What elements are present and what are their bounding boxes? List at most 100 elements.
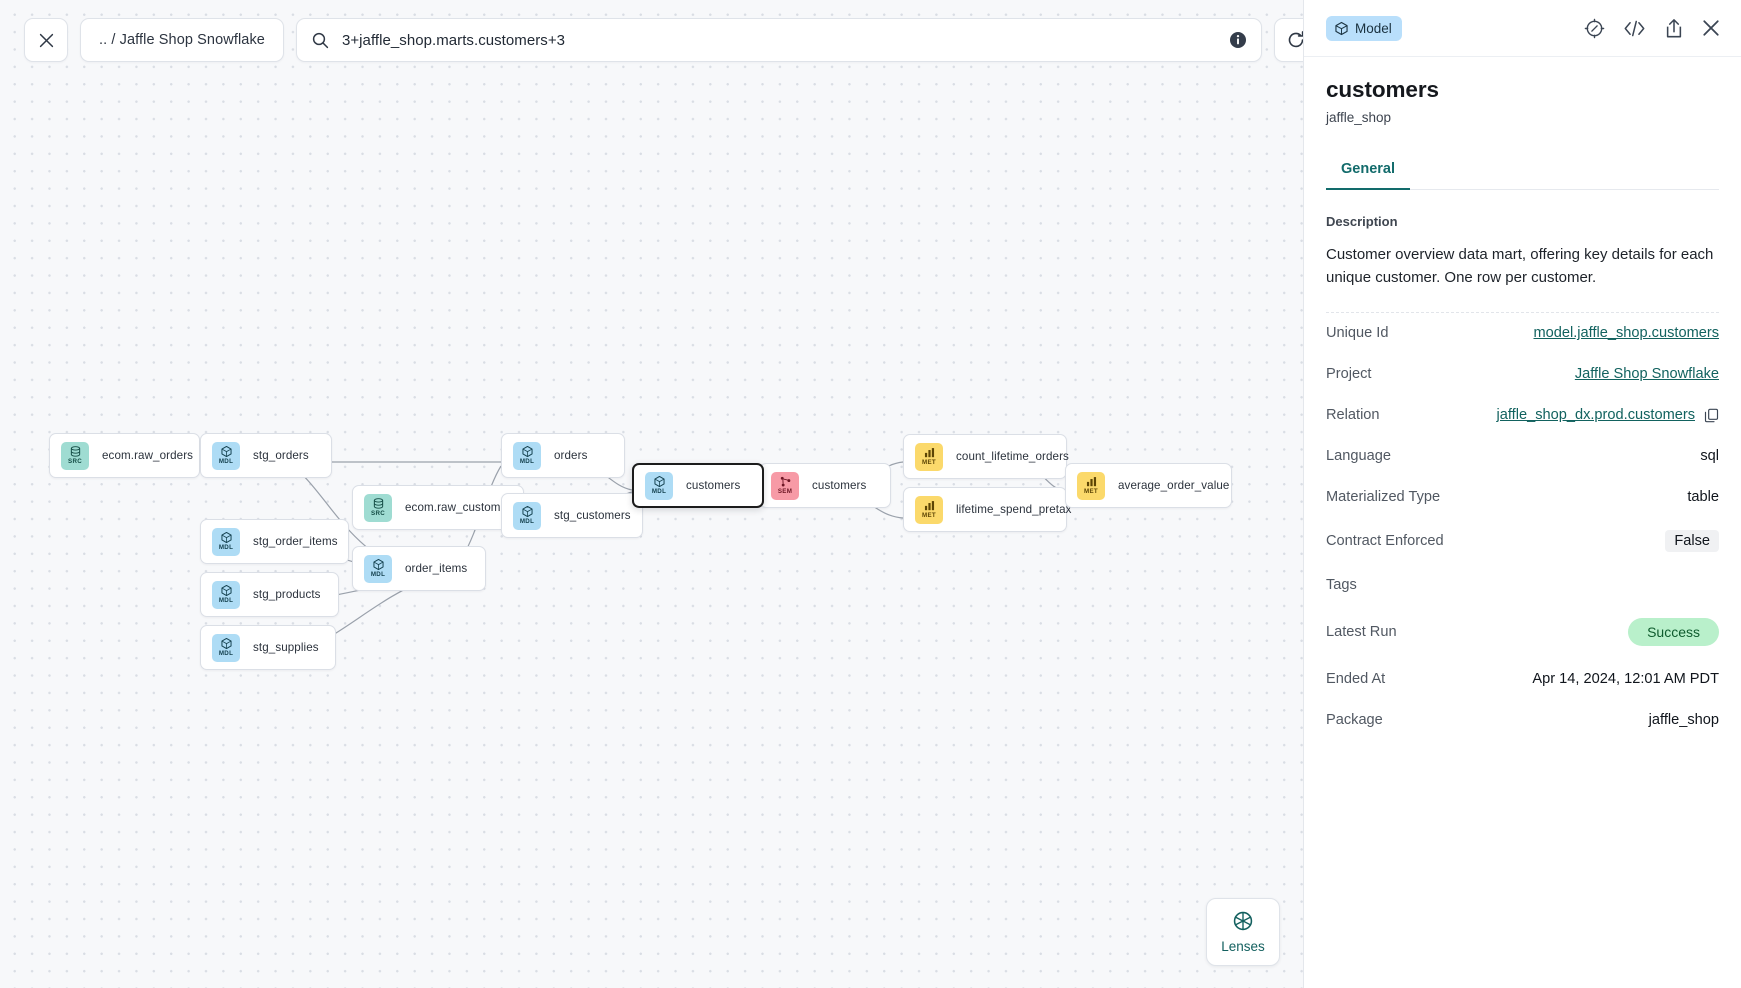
- detail-row: Tags: [1326, 565, 1719, 606]
- lineage-node-label: stg_products: [253, 588, 321, 601]
- details-panel: Model custome: [1303, 0, 1741, 988]
- lineage-node-stg_order_items[interactable]: MDL stg_order_items: [200, 519, 349, 564]
- detail-row: Unique Id model.jaffle_shop.customers: [1326, 313, 1719, 354]
- refresh-button[interactable]: [1273, 18, 1303, 62]
- detail-key: Project: [1326, 366, 1372, 383]
- close-button[interactable]: [24, 18, 68, 62]
- search-input[interactable]: [341, 31, 1229, 49]
- detail-value-wrap: table: [1687, 489, 1719, 505]
- detail-value-link[interactable]: model.jaffle_shop.customers: [1533, 325, 1720, 342]
- aperture-icon: [1233, 911, 1253, 931]
- lineage-node-label: count_lifetime_orders: [956, 450, 1069, 463]
- detail-value-wrap: False: [1665, 530, 1719, 553]
- lineage-node-label: customers: [686, 479, 741, 492]
- detail-key: Materialized Type: [1326, 489, 1441, 506]
- breadcrumb[interactable]: .. / Jaffle Shop Snowflake: [80, 18, 284, 62]
- node-type-badge-met: MET: [915, 442, 943, 471]
- detail-key: Latest Run: [1326, 624, 1397, 641]
- detail-value: Apr 14, 2024, 12:01 AM PDT: [1532, 671, 1719, 688]
- detail-value-wrap: Apr 14, 2024, 12:01 AM PDT: [1532, 671, 1719, 687]
- detail-value-link[interactable]: jaffle_shop_dx.prod.customers: [1496, 407, 1695, 424]
- page-subtitle: jaffle_shop: [1326, 110, 1392, 125]
- lineage-node-ecom_raw_orders[interactable]: SRC ecom.raw_orders: [49, 433, 200, 478]
- detail-row: Contract Enforced False: [1326, 518, 1719, 565]
- lineage-toolbar: .. / Jaffle Shop Snowflake: [24, 18, 1303, 62]
- detail-row: Materialized Type table: [1326, 477, 1719, 518]
- detail-key: Relation: [1326, 407, 1380, 424]
- description-text: Customer overview data mart, offering ke…: [1326, 244, 1719, 313]
- lineage-node-customers_model[interactable]: MDL customers: [632, 463, 764, 508]
- focus-lineage-icon[interactable]: [1584, 18, 1605, 39]
- detail-value-link[interactable]: Jaffle Shop Snowflake: [1574, 366, 1719, 383]
- detail-value-wrap: jaffle_shop_dx.prod.customers: [1497, 407, 1719, 423]
- node-type-badge-mdl: MDL: [513, 501, 541, 530]
- panel-header: customers jaffle_shop: [1304, 57, 1741, 125]
- node-type-badge-mdl: MDL: [212, 527, 240, 556]
- detail-value: table: [1687, 489, 1719, 506]
- detail-value-chip: False: [1665, 530, 1719, 553]
- code-icon[interactable]: [1623, 18, 1646, 39]
- close-panel-icon[interactable]: [1702, 19, 1720, 37]
- lineage-node-orders[interactable]: MDL orders: [501, 433, 625, 478]
- panel-tabs: General: [1326, 155, 1719, 190]
- description-label: Description: [1326, 214, 1398, 229]
- panel-body: Description Customer overview data mart,…: [1304, 190, 1741, 741]
- lineage-node-label: order_items: [405, 562, 468, 575]
- status-badge: Success: [1628, 618, 1719, 647]
- lineage-node-customers_semantic[interactable]: SEM customers: [759, 463, 891, 508]
- close-icon: [39, 33, 53, 47]
- detail-value: sql: [1700, 448, 1719, 465]
- lineage-node-label: stg_supplies: [253, 641, 319, 654]
- lineage-node-count_lifetime[interactable]: MET count_lifetime_orders: [903, 434, 1069, 479]
- lineage-node-label: stg_orders: [253, 449, 309, 462]
- lineage-node-label: stg_customers: [554, 509, 631, 522]
- lineage-node-label: lifetime_spend_pretax: [956, 503, 1072, 516]
- tab-general[interactable]: General: [1326, 155, 1410, 190]
- detail-value-wrap: model.jaffle_shop.customers: [1534, 325, 1720, 341]
- lineage-node-label: stg_order_items: [253, 535, 338, 548]
- node-type-badge-src: SRC: [61, 441, 89, 470]
- page-title: customers: [1326, 77, 1439, 102]
- cube-icon: [1335, 21, 1348, 35]
- detail-value-wrap: jaffle_shop: [1649, 712, 1719, 728]
- model-badge-label: Model: [1355, 20, 1392, 36]
- lineage-node-lifetime_spend[interactable]: MET lifetime_spend_pretax: [903, 487, 1071, 532]
- share-icon[interactable]: [1664, 18, 1684, 39]
- lineage-node-label: orders: [554, 449, 588, 462]
- lineage-node-label: ecom.raw_orders: [102, 449, 194, 462]
- detail-key: Language: [1326, 448, 1391, 465]
- lenses-button[interactable]: Lenses: [1206, 898, 1280, 966]
- info-icon[interactable]: [1229, 31, 1247, 49]
- detail-row: Latest Run Success: [1326, 606, 1719, 659]
- panel-toolbar: Model: [1304, 0, 1741, 57]
- node-type-badge-met: MET: [915, 495, 943, 524]
- node-type-badge-mdl: MDL: [513, 441, 541, 470]
- detail-key: Contract Enforced: [1326, 533, 1444, 550]
- lineage-node-stg_customers[interactable]: MDL stg_customers: [501, 493, 643, 538]
- lineage-node-average_order_value[interactable]: MET average_order_value: [1065, 463, 1232, 508]
- detail-value-wrap: Jaffle Shop Snowflake: [1575, 366, 1719, 382]
- detail-value: jaffle_shop: [1648, 712, 1719, 729]
- lineage-node-label: customers: [812, 479, 867, 492]
- lineage-node-label: average_order_value: [1118, 479, 1230, 492]
- node-type-badge-mdl: MDL: [212, 580, 240, 609]
- node-type-badge-mdl: MDL: [645, 471, 673, 500]
- lineage-node-stg_products[interactable]: MDL stg_products: [200, 572, 339, 617]
- search-icon: [312, 32, 329, 48]
- node-type-badge-met: MET: [1077, 471, 1105, 500]
- search-bar[interactable]: [295, 18, 1262, 62]
- node-type-badge-sem: SEM: [771, 471, 799, 500]
- detail-key: Unique Id: [1326, 325, 1389, 342]
- detail-row: Relation jaffle_shop_dx.prod.customers: [1326, 395, 1719, 436]
- copy-icon[interactable]: [1704, 408, 1719, 423]
- panel-actions: [1584, 18, 1720, 39]
